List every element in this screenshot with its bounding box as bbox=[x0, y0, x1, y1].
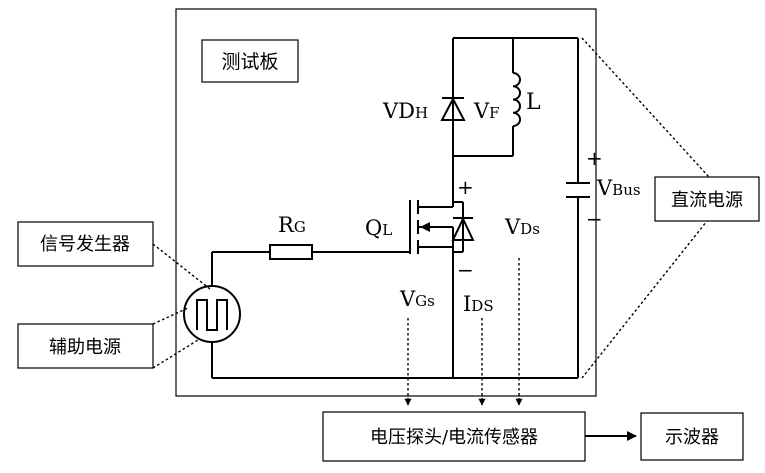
aux-power-link-2 bbox=[152, 339, 199, 369]
dc-power-link-bottom bbox=[581, 220, 708, 379]
gate-resistor-label: RG bbox=[278, 213, 306, 237]
aux-power-box bbox=[17, 323, 154, 369]
diode-vdh-symbol bbox=[440, 96, 466, 121]
test-board-label-box bbox=[201, 39, 299, 83]
oscilloscope-box bbox=[640, 412, 744, 461]
test-board-label: 测试板 bbox=[221, 51, 278, 73]
diode-vdh-label: VDH bbox=[382, 99, 428, 123]
inductor-symbol bbox=[512, 72, 522, 127]
probe-wires bbox=[404, 258, 523, 406]
test-board-frame bbox=[175, 8, 597, 397]
vbus-minus-sign: − bbox=[586, 207, 603, 231]
vbus-plus-sign: + bbox=[586, 146, 603, 170]
mosfet-ql-symbol bbox=[409, 200, 475, 254]
signal-generator-link bbox=[152, 243, 211, 290]
dc-power-link-top bbox=[581, 37, 710, 178]
oscilloscope-label: 示波器 bbox=[665, 427, 719, 448]
dc-power-label: 直流电源 bbox=[671, 190, 743, 211]
diode-vf-label: VF bbox=[473, 99, 500, 123]
vgs-label: VGs bbox=[399, 287, 435, 311]
vds-minus-sign: − bbox=[457, 258, 474, 282]
vbus-label: VBus bbox=[596, 176, 641, 200]
mosfet-ql-label: QL bbox=[365, 216, 392, 240]
aux-power-link-1 bbox=[152, 307, 189, 325]
vds-plus-sign: + bbox=[457, 175, 474, 199]
vds-label: VDs bbox=[504, 215, 540, 239]
signal-generator-label: 信号发生器 bbox=[40, 234, 130, 255]
bus-capacitor-symbol bbox=[566, 182, 590, 198]
inductor-label: L bbox=[526, 90, 541, 115]
probe-sensor-label: 电压探头/电流传感器 bbox=[370, 427, 538, 448]
bus-wires bbox=[212, 37, 579, 379]
ids-label: IDS bbox=[463, 292, 494, 316]
aux-power-label: 辅助电源 bbox=[49, 337, 121, 358]
pulse-waveform-icon bbox=[196, 299, 228, 331]
pulse-source-symbol bbox=[183, 285, 241, 343]
gate-resistor-symbol bbox=[269, 244, 313, 260]
